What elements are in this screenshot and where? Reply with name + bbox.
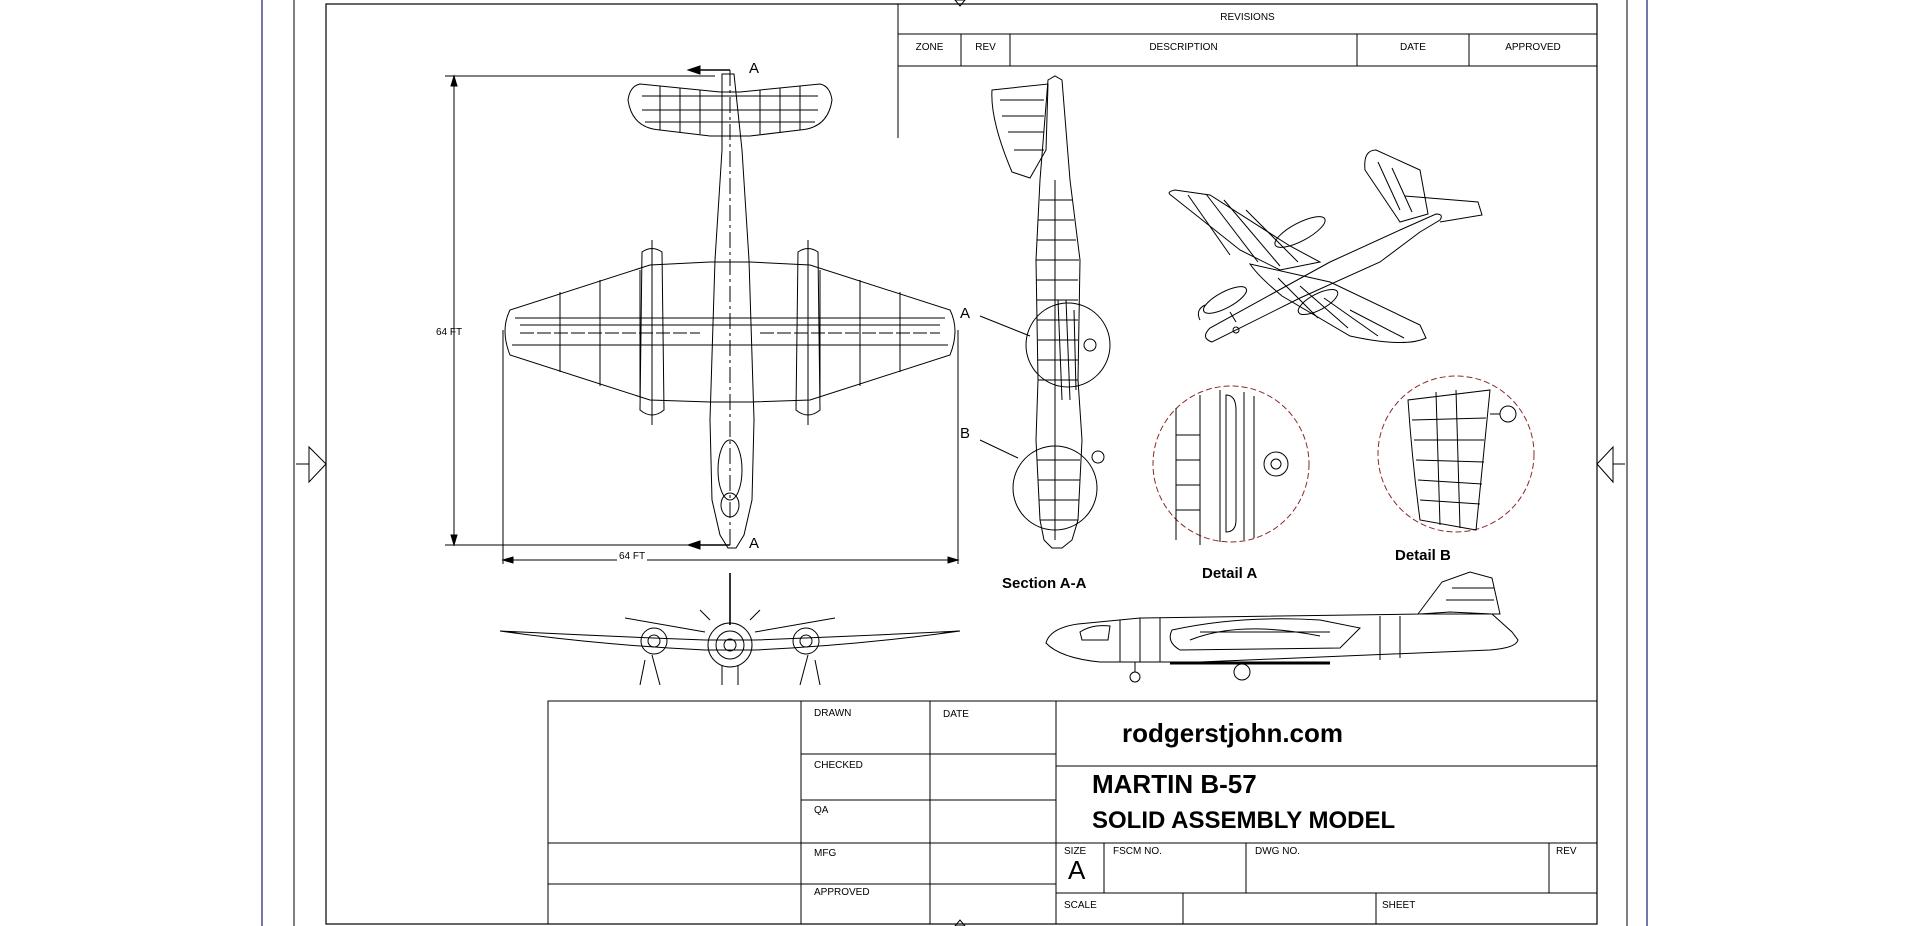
revisions-col-approved: APPROVED: [1505, 42, 1561, 53]
centering-marks: [296, 0, 1625, 926]
size-value: A: [1068, 855, 1086, 885]
section-label: Section A-A: [1002, 575, 1087, 592]
website-text: rodgerstjohn.com: [1122, 718, 1344, 748]
title-line-2: SOLID ASSEMBLY MODEL: [1092, 807, 1396, 834]
detail-b-drawing: [1377, 375, 1535, 533]
revisions-table-lines: [897, 3, 1598, 138]
front-view-drawing: [499, 573, 961, 686]
checked-label: CHECKED: [814, 760, 863, 771]
date-label: DATE: [943, 709, 969, 720]
detail-marker-b: B: [960, 425, 971, 442]
title-line-1: MARTIN B-57: [1092, 769, 1257, 799]
detail-a-drawing: [1152, 385, 1310, 545]
title-block-lines: [547, 700, 1598, 925]
mfg-label: MFG: [814, 848, 837, 859]
width-dimension: 64 FT: [617, 551, 648, 563]
size-label: SIZE: [1064, 846, 1087, 857]
revisions-col-rev: REV: [975, 42, 996, 53]
isometric-view-drawing: [1168, 149, 1483, 344]
side-view-drawing: [1045, 571, 1519, 683]
detail-a-label: Detail A: [1202, 565, 1258, 582]
section-marker-top: A: [749, 60, 760, 77]
qa-label: QA: [814, 805, 829, 816]
dwg-label: DWG NO.: [1255, 846, 1300, 857]
fscm-label: FSCM NO.: [1113, 846, 1162, 857]
revisions-col-description: DESCRIPTION: [1149, 42, 1218, 53]
revisions-header: REVISIONS: [1220, 12, 1275, 23]
sheet-border: [261, 0, 1648, 926]
detail-b-label: Detail B: [1395, 547, 1451, 564]
section-marker-bottom: A: [749, 535, 760, 552]
scale-label: SCALE: [1064, 900, 1097, 911]
sheet-label: SHEET: [1382, 900, 1416, 911]
revisions-col-date: DATE: [1400, 42, 1426, 53]
revisions-col-zone: ZONE: [915, 42, 944, 53]
drawn-label: DRAWN: [814, 708, 852, 719]
approved-label: APPROVED: [814, 887, 870, 898]
section-view-drawing: [979, 75, 1111, 549]
rev-label: REV: [1556, 846, 1577, 857]
detail-marker-a: A: [960, 305, 971, 322]
height-dimension: 64 FT: [436, 327, 463, 338]
plan-view-drawing: [445, 65, 960, 564]
